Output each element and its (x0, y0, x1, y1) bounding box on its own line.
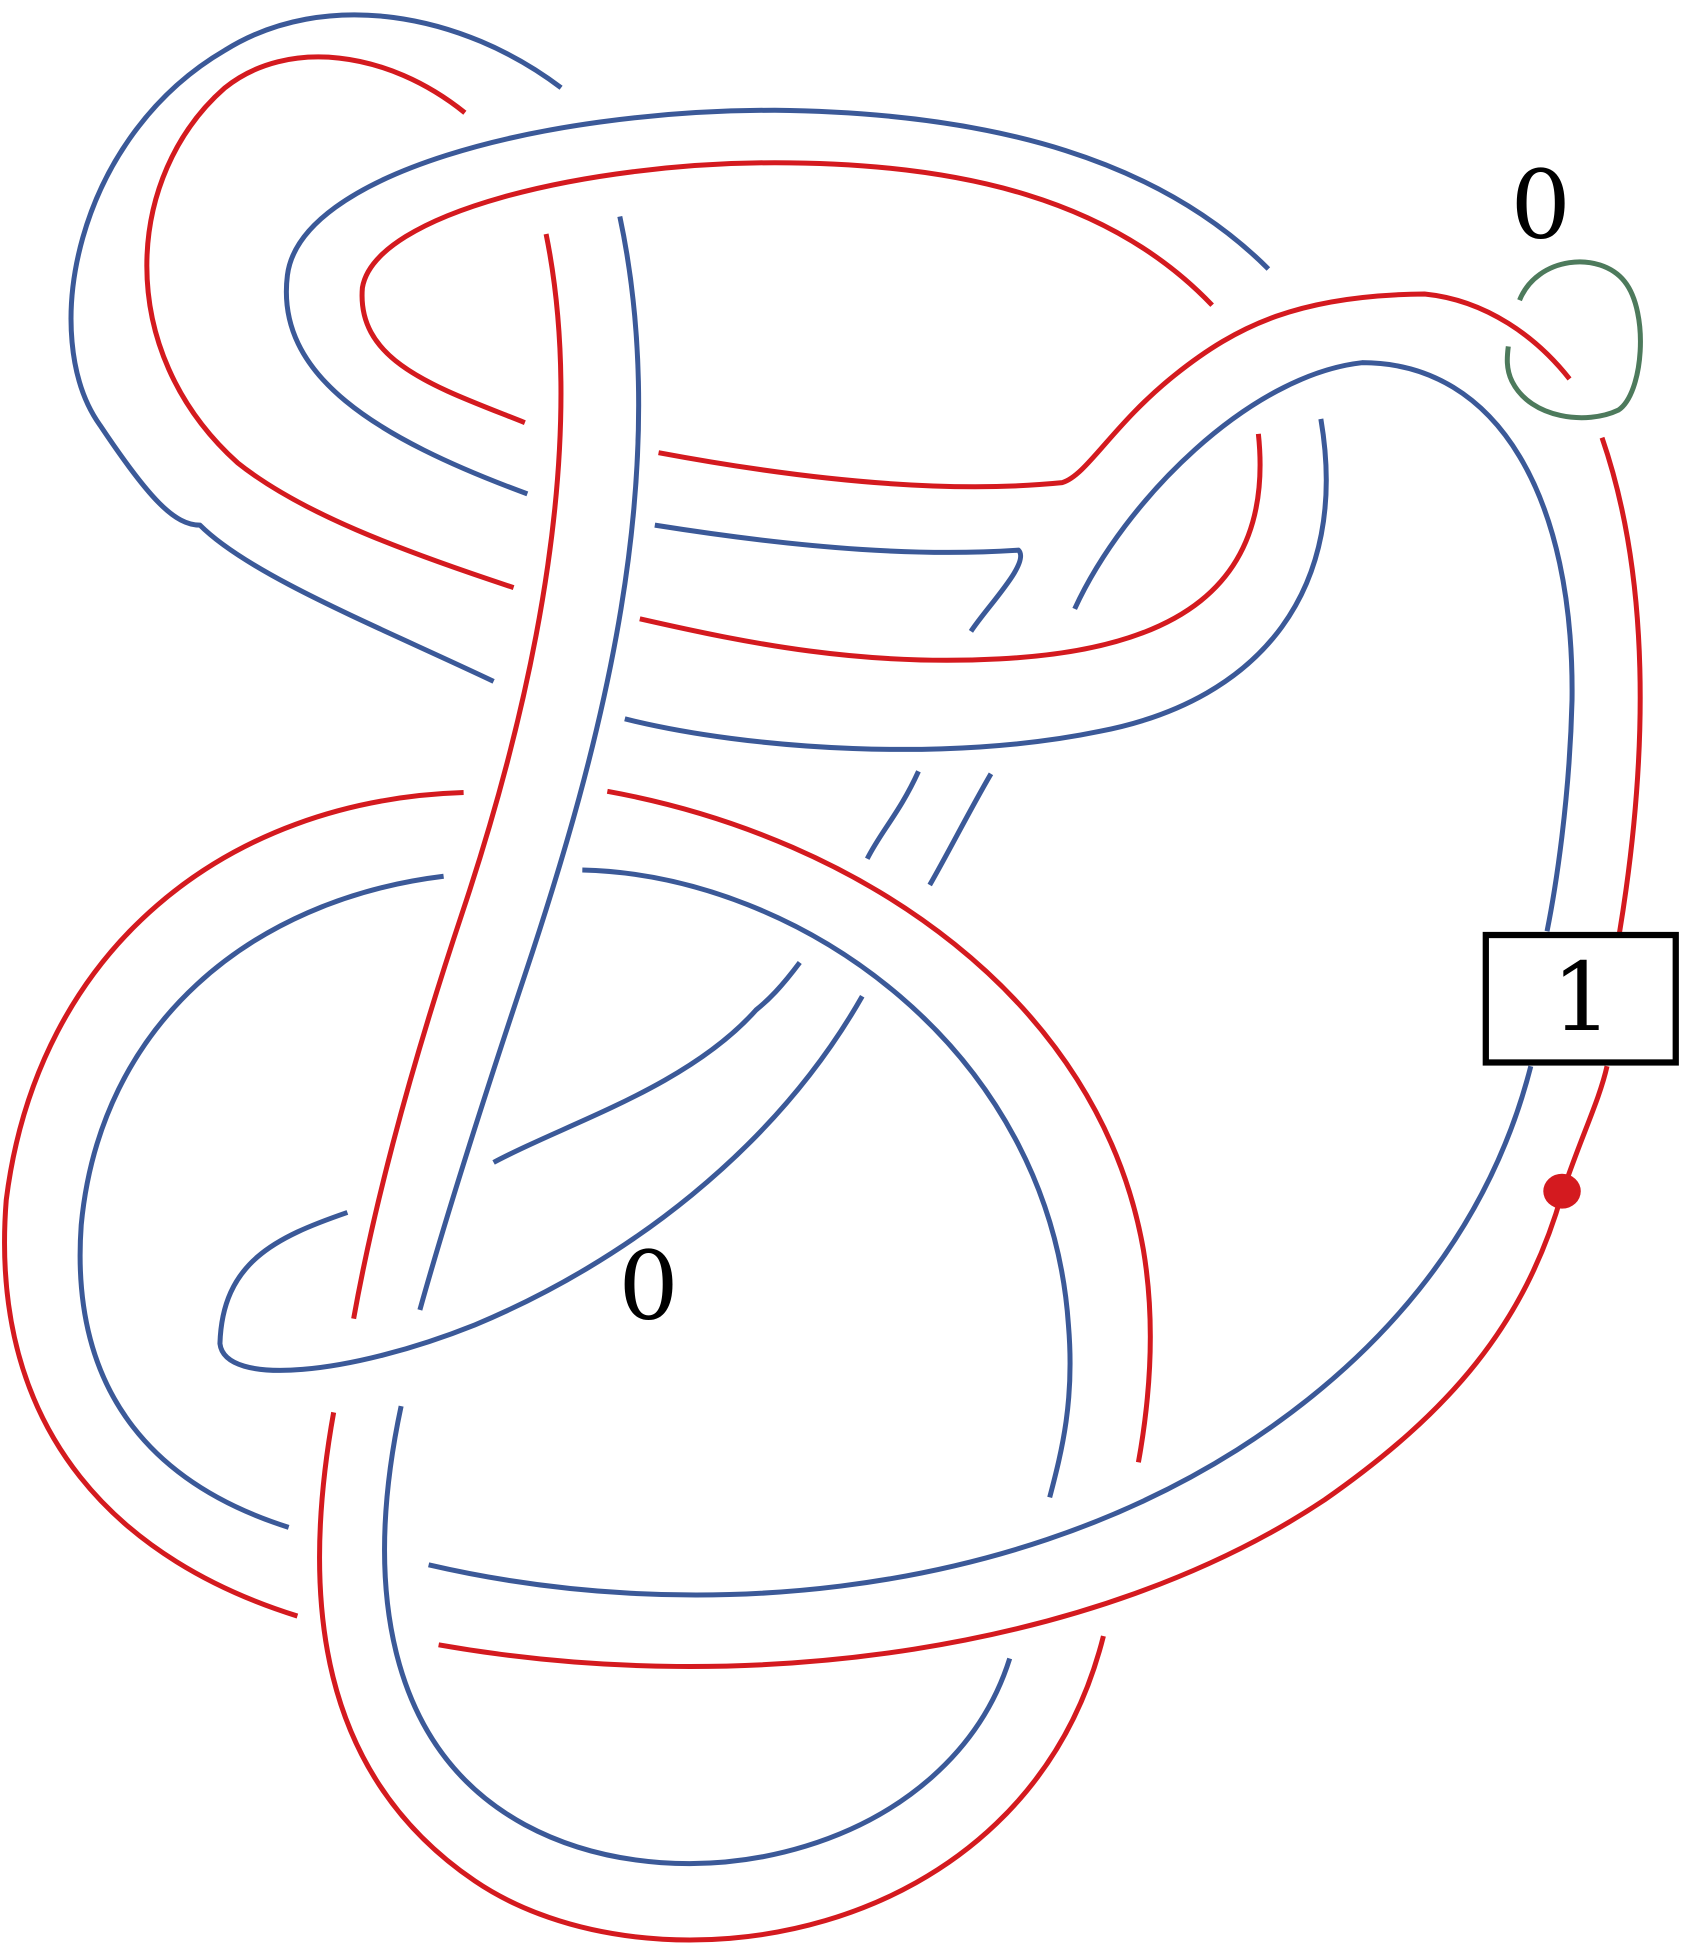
red-top-left-inner-loop (144, 54, 515, 590)
blue-left-lower-big-loop (77, 873, 444, 1530)
red-center-circle (606, 788, 1153, 1463)
blue-inner-loop-right (624, 418, 1329, 752)
blue-outer-top-left-loop (68, 12, 563, 684)
green-unknot-arc (1504, 259, 1643, 421)
red-top-oval-upper (359, 160, 1214, 425)
blue-diag-pair-2 (927, 772, 994, 887)
blue-band-from-640 (492, 961, 802, 1165)
framing-label-green: 0 (1511, 151, 1571, 261)
blue-band-loop-0 (217, 995, 865, 1373)
red-component (2, 54, 1643, 1943)
red-dot-marker (1543, 1173, 1581, 1209)
blue-mid-band-1 (654, 522, 1024, 633)
red-bottom-cup (317, 1411, 1106, 1943)
blue-inner-band-right (1072, 360, 1575, 932)
blue-component (68, 12, 1575, 1867)
red-mid-band-1 (658, 291, 1572, 490)
twist-box-label: 1 (1552, 943, 1612, 1053)
blue-vertical-left-strand-top (417, 215, 642, 1311)
blue-top-oval-upper (283, 107, 1271, 497)
red-vertical-left-strand (351, 233, 564, 1320)
red-inner-loop-right (639, 433, 1263, 663)
framing-label-blue: 0 (618, 1232, 678, 1342)
green-unknot (1504, 259, 1643, 421)
twist-box-rect (1482, 931, 1679, 1066)
red-left-big-loop (2, 790, 464, 1619)
blue-bottom-long (428, 1065, 1534, 1598)
blue-bottom-cup (382, 1405, 1013, 1867)
blue-diag-pair-1 (865, 770, 921, 860)
red-right-long-vertical (1599, 436, 1643, 933)
twist-box: 1 (1482, 931, 1679, 1066)
blue-center-circle (582, 867, 1073, 1498)
